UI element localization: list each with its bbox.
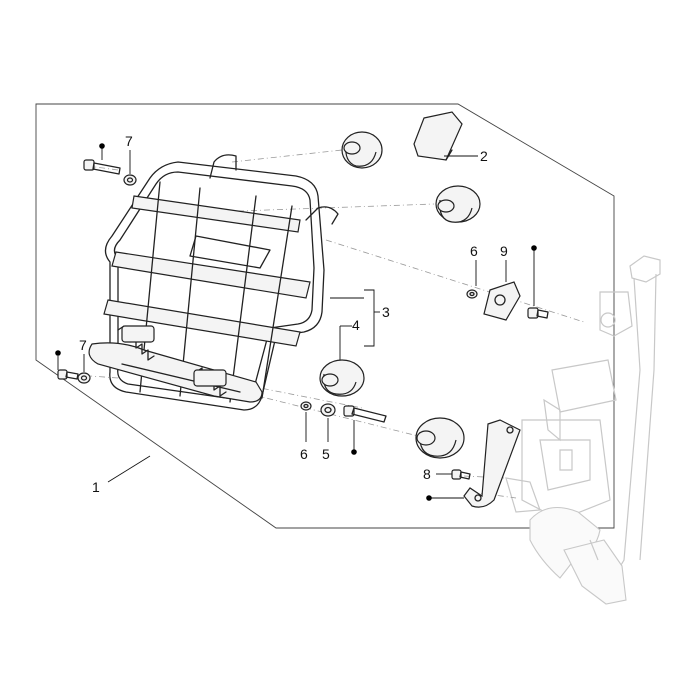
nut-lower — [77, 372, 91, 384]
bullet — [426, 495, 432, 501]
rubber-bushing-bottom — [415, 417, 465, 459]
support-bracket — [463, 419, 521, 508]
bolt-short-left — [57, 369, 79, 380]
assembly-lines — [87, 149, 585, 499]
nut-upper — [123, 174, 137, 186]
front-luggage-carrier — [88, 154, 339, 411]
callout-7-upper: 7 — [125, 133, 133, 149]
callout-5: 5 — [322, 446, 330, 462]
callout-2: 2 — [480, 148, 488, 164]
bullet — [531, 245, 537, 251]
callout-1: 1 — [92, 479, 100, 495]
mounting-plate — [483, 281, 521, 321]
bullet — [351, 449, 357, 455]
rubber-bushing-lower — [319, 359, 365, 397]
steering-column-ghost — [505, 255, 661, 605]
bolt-long-upper — [83, 159, 121, 175]
callout-6-lower: 6 — [300, 446, 308, 462]
bullet-markers — [55, 143, 537, 501]
rubber-bushing-mid — [435, 185, 481, 223]
rubber-bushing-top — [341, 131, 383, 169]
bullet — [99, 143, 105, 149]
callout-4: 4 — [352, 317, 360, 333]
callout-3: 3 — [382, 304, 390, 320]
washer-lower — [300, 401, 312, 411]
callout-8: 8 — [423, 466, 431, 482]
bolt-8 — [451, 469, 471, 480]
washer-upper — [466, 289, 478, 299]
leader-lines — [57, 148, 535, 499]
callout-7-lower: 7 — [79, 337, 87, 353]
bolt-short-right — [527, 307, 549, 319]
spacer-nut — [320, 403, 336, 417]
bullet — [55, 350, 61, 356]
callout-9: 9 — [500, 243, 508, 259]
rubber-pad — [413, 111, 463, 161]
assembly-group-outline — [35, 103, 615, 529]
callout-6-upper: 6 — [470, 243, 478, 259]
bolt-long-lower — [343, 405, 387, 423]
